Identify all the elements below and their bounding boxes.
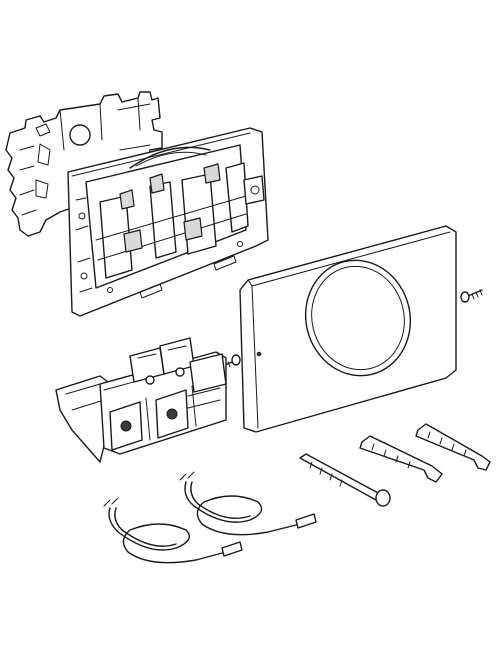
plate-screw-right (460, 289, 483, 303)
carrier-frame-back (5, 91, 163, 237)
signal-cable-2 (179, 471, 317, 536)
mounting-frame (67, 127, 269, 317)
mounting-pin-1 (299, 453, 391, 507)
mounting-pin-2 (359, 435, 443, 483)
signal-cable-1 (103, 497, 243, 564)
actuator-plate (239, 225, 457, 433)
control-box (55, 337, 227, 463)
mounting-pin-3 (415, 423, 491, 471)
